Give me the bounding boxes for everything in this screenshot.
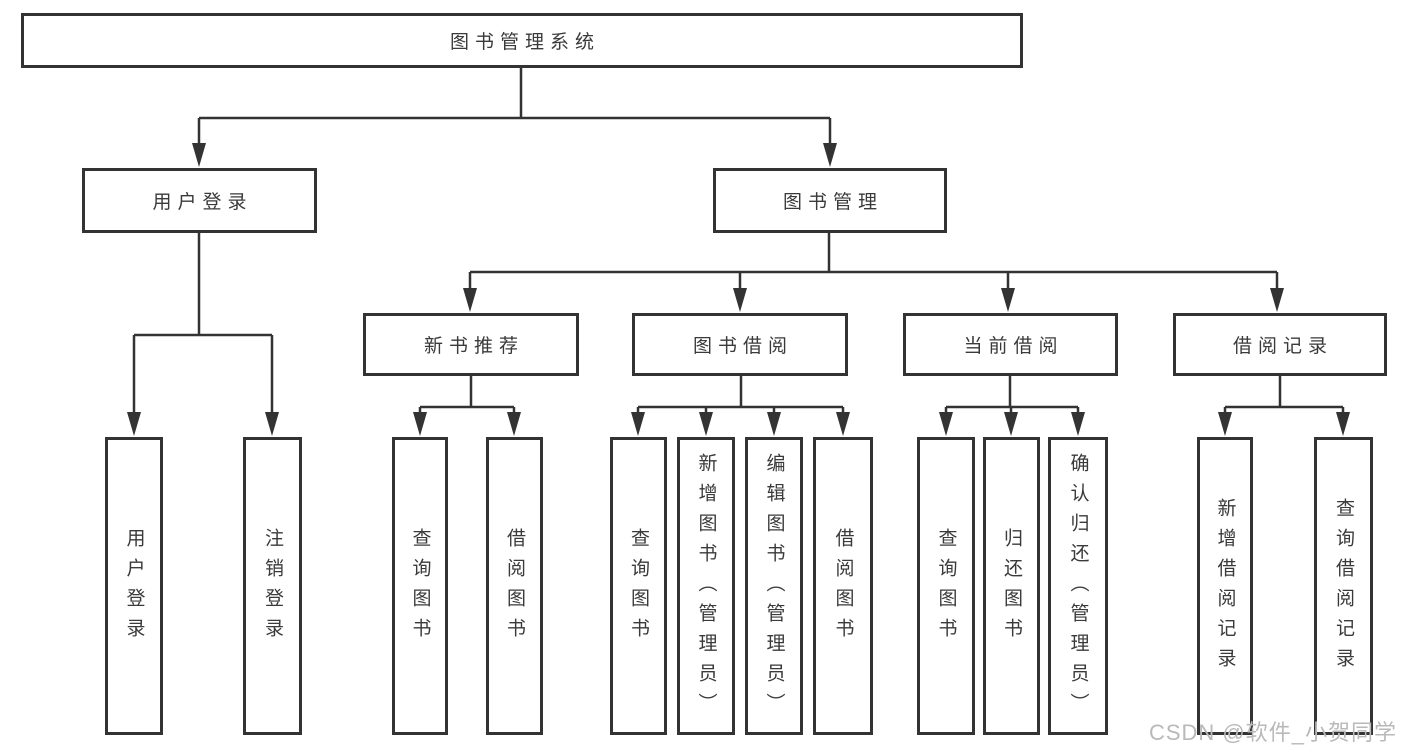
node-new-book-recommend: 新书推荐 bbox=[363, 313, 579, 376]
leaf-add-books-admin: 新增图书（管理员） bbox=[677, 437, 735, 735]
node-book-borrow: 图书借阅 bbox=[632, 313, 848, 376]
leaf-query-books-current: 查询图书 bbox=[917, 437, 975, 735]
leaf-edit-books-admin: 编辑图书（管理员） bbox=[745, 437, 803, 735]
leaf-query-books-borrow: 查询图书 bbox=[610, 437, 667, 735]
csdn-watermark: CSDN @软件_小贺同学 bbox=[1148, 720, 1397, 745]
leaf-return-books: 归还图书 bbox=[983, 437, 1040, 735]
node-book-management: 图书管理 bbox=[713, 168, 947, 233]
leaf-query-borrow-record: 查询借阅记录 bbox=[1314, 437, 1373, 735]
leaf-add-borrow-record: 新增借阅记录 bbox=[1197, 437, 1253, 735]
node-borrow-records: 借阅记录 bbox=[1173, 313, 1387, 376]
leaf-logout: 注销登录 bbox=[243, 437, 302, 735]
leaf-confirm-return-admin: 确认归还（管理员） bbox=[1048, 437, 1108, 735]
node-library-management-system: 图书管理系统 bbox=[21, 13, 1023, 68]
leaf-user-login: 用户登录 bbox=[105, 437, 163, 735]
node-user-login: 用户登录 bbox=[82, 168, 317, 233]
node-current-borrow: 当前借阅 bbox=[903, 313, 1118, 376]
arrowhead-icons bbox=[127, 143, 1350, 436]
leaf-borrow-books-recommend: 借阅图书 bbox=[486, 437, 543, 735]
leaf-borrow-books: 借阅图书 bbox=[813, 437, 873, 735]
leaf-query-books-recommend: 查询图书 bbox=[392, 437, 448, 735]
